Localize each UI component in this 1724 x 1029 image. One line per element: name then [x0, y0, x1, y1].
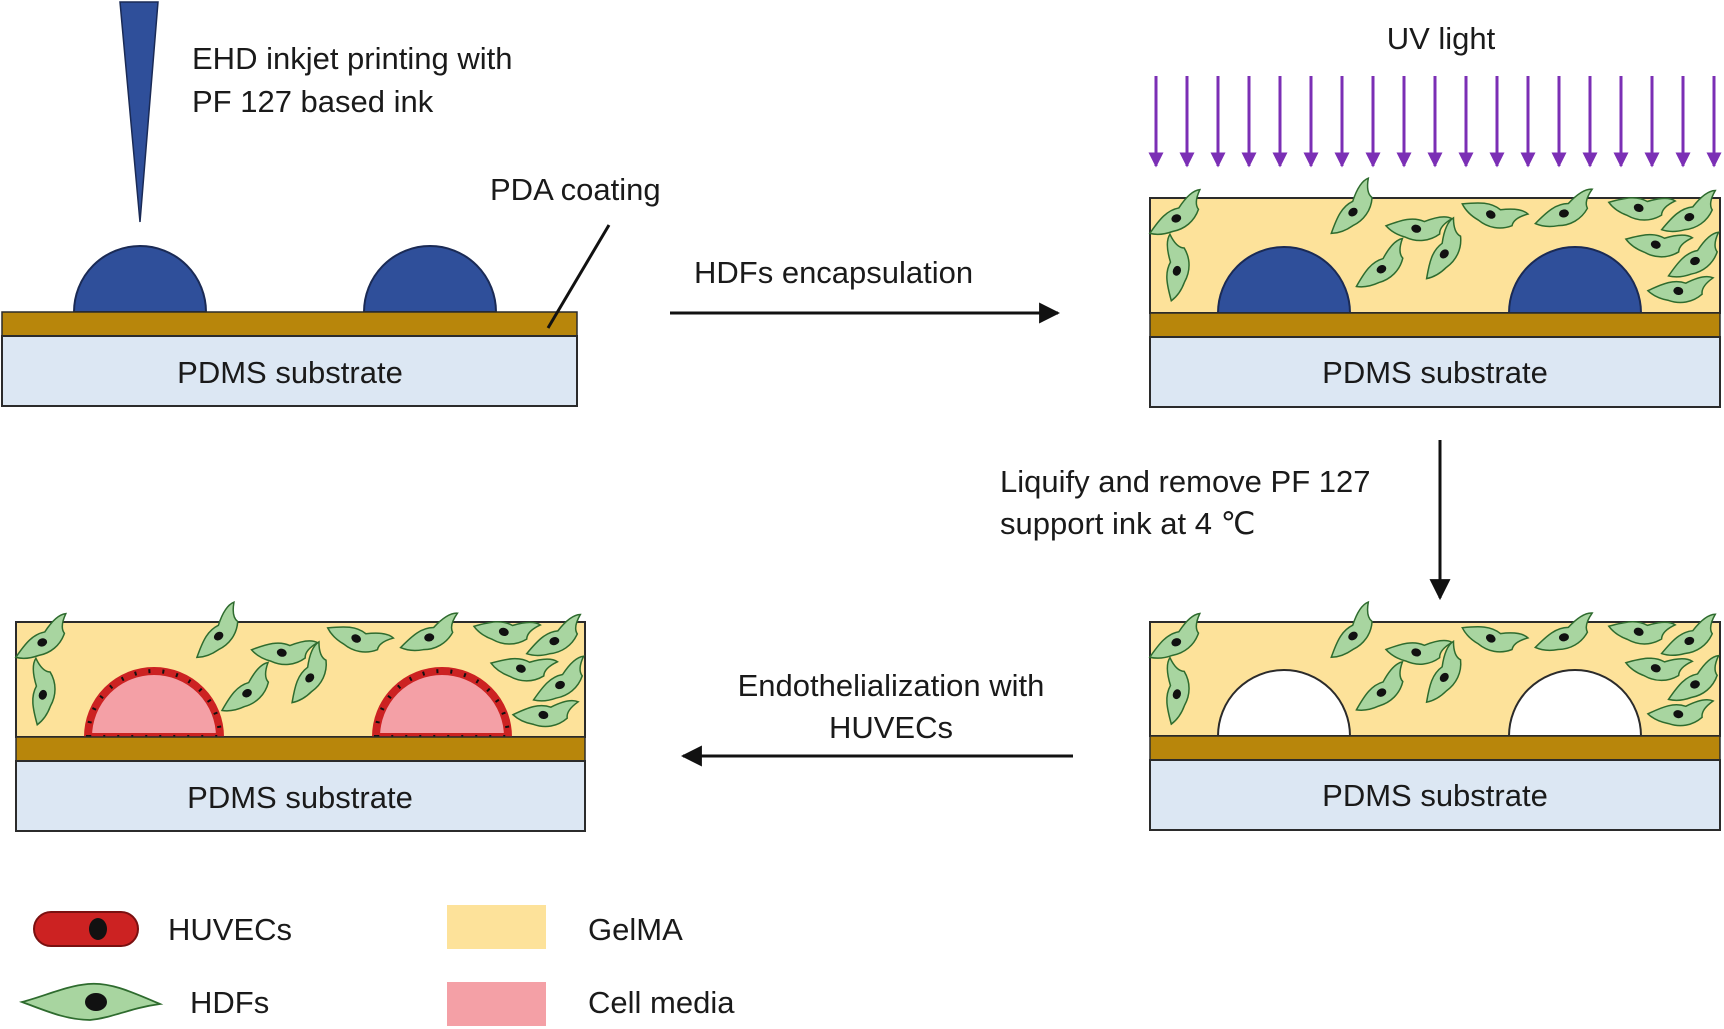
ink-dome-left — [72, 245, 208, 313]
pda-layer — [1, 311, 578, 337]
panel-printing: EHD inkjet printing with PF 127 based in… — [1, 1, 661, 407]
liquify-label-line1: Liquify and remove PF 127 — [1000, 464, 1371, 499]
printing-label-line1: EHD inkjet printing with — [192, 41, 512, 76]
substrate-label: PDMS substrate — [1322, 778, 1548, 813]
huvec-nuclei-right — [374, 669, 511, 739]
substrate-label: PDMS substrate — [1322, 355, 1548, 390]
legend-gelma-label: GelMA — [588, 912, 683, 947]
legend-hdfs-label: HDFs — [190, 985, 269, 1020]
cell-media-right — [376, 671, 508, 737]
printing-label-line2: PF 127 based ink — [192, 84, 434, 119]
legend-cell-media-label: Cell media — [588, 985, 735, 1020]
endothelialization-label-line2: HUVECs — [829, 710, 953, 745]
huvec-nucleus-icon — [89, 918, 107, 940]
encapsulation-label: HDFs encapsulation — [694, 255, 973, 290]
panel-uv-crosslinking: UV light PDMS substrate — [1140, 21, 1724, 408]
pdms-substrate — [1149, 759, 1721, 831]
ink-dome-right — [362, 245, 498, 313]
liquify-step: Liquify and remove PF 127 support ink at… — [1000, 440, 1451, 601]
panel-hollow-channels: PDMS substrate — [1140, 601, 1724, 831]
pda-pointer-line — [546, 224, 611, 329]
pdms-substrate — [1, 335, 578, 407]
hdf-nucleus-icon — [85, 993, 107, 1011]
legend: HUVECs HDFs GelMA Cell media — [18, 905, 735, 1026]
ink-dome-left — [1216, 246, 1352, 314]
pda-layer — [1149, 735, 1721, 761]
legend-huvecs: HUVECs — [33, 911, 292, 947]
uv-light-label: UV light — [1387, 21, 1496, 56]
ink-dome-right — [1507, 246, 1643, 314]
legend-gelma: GelMA — [447, 905, 683, 949]
huvec-nuclei-left — [86, 669, 223, 739]
substrate-label: PDMS substrate — [187, 780, 413, 815]
legend-hdfs: HDFs — [18, 982, 269, 1021]
encapsulation-step: HDFs encapsulation — [670, 255, 1061, 324]
pda-layer — [15, 736, 586, 762]
liquify-label-line2: support ink at 4 ℃ — [1000, 506, 1255, 541]
legend-cell-media: Cell media — [447, 982, 735, 1026]
substrate-label: PDMS substrate — [177, 355, 403, 390]
legend-huvecs-label: HUVECs — [168, 912, 292, 947]
panel-endothelialized: PDMS substrate — [6, 601, 595, 832]
huvec-icon — [33, 911, 139, 947]
pdms-substrate — [15, 760, 586, 832]
channel-void-right — [1507, 669, 1643, 737]
gelma-swatch — [447, 905, 546, 949]
pda-coating-label: PDA coating — [490, 172, 661, 207]
nozzle-icon — [119, 1, 159, 223]
cell-media-left — [88, 671, 220, 737]
endothelialization-label-line1: Endothelialization with — [738, 668, 1045, 703]
uv-arrows — [1148, 76, 1722, 168]
pdms-substrate — [1149, 336, 1721, 408]
cell-media-swatch — [447, 982, 546, 1026]
channel-void-left — [1216, 669, 1352, 737]
endothelialization-step: Endothelialization with HUVECs — [680, 668, 1073, 767]
pda-layer — [1149, 312, 1721, 338]
